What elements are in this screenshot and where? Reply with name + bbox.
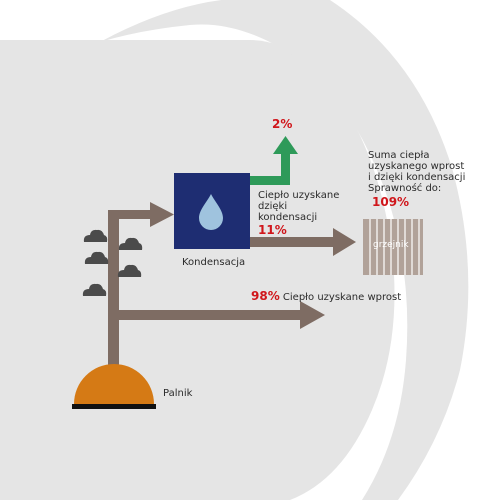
lower-flow-arrowhead xyxy=(300,301,325,329)
direct-heat-percent: 98% xyxy=(251,289,280,303)
condenser-label: Kondensacja xyxy=(182,257,246,268)
exhaust-pipe-vertical xyxy=(281,150,290,185)
condensation-heat-line: dzięki xyxy=(258,201,288,212)
lower-flow-pipe xyxy=(108,310,308,320)
exhaust-pipe-horizontal xyxy=(250,176,290,185)
water-drop-icon xyxy=(199,194,223,230)
efficiency-percent: 109% xyxy=(372,195,410,209)
radiator-fins xyxy=(369,219,420,275)
upper-flow-pipe xyxy=(108,210,152,219)
burner-label: Palnik xyxy=(163,388,193,399)
exhaust-arrowhead xyxy=(273,136,298,154)
summary-line: Sprawność do: xyxy=(368,183,442,194)
radiator-label: grzejnik xyxy=(373,240,409,250)
main-riser-pipe xyxy=(108,210,119,366)
condensation-heat-label: Ciepło uzyskane dzięki kondensacji xyxy=(258,190,339,223)
direct-heat-text: Ciepło uzyskane wprost xyxy=(282,292,402,303)
summary-line: Suma ciepła xyxy=(368,150,430,161)
radiator-body xyxy=(363,219,423,275)
burner-base xyxy=(72,404,156,409)
background-swoosh-large xyxy=(0,40,395,500)
radiator-summary: Suma ciepła uzyskanego wprost i dzięki k… xyxy=(368,150,465,194)
exhaust-loss-percent: 2% xyxy=(272,117,293,131)
burner-dome xyxy=(74,364,154,404)
direct-heat-label: 98% Ciepło uzyskane wprost xyxy=(251,289,402,304)
background-swoosh-right xyxy=(100,0,469,500)
condensation-flow-arrowhead xyxy=(333,228,356,256)
summary-line: i dzięki kondensacji xyxy=(368,172,466,183)
condensation-heat-line: Ciepło uzyskane xyxy=(258,190,340,201)
condensation-percent: 11% xyxy=(258,223,287,237)
upper-flow-arrowhead xyxy=(150,202,174,227)
condensation-heat-line: kondensacji xyxy=(258,212,318,223)
summary-line: uzyskanego wprost xyxy=(368,161,465,172)
condensation-flow-pipe xyxy=(249,237,337,247)
